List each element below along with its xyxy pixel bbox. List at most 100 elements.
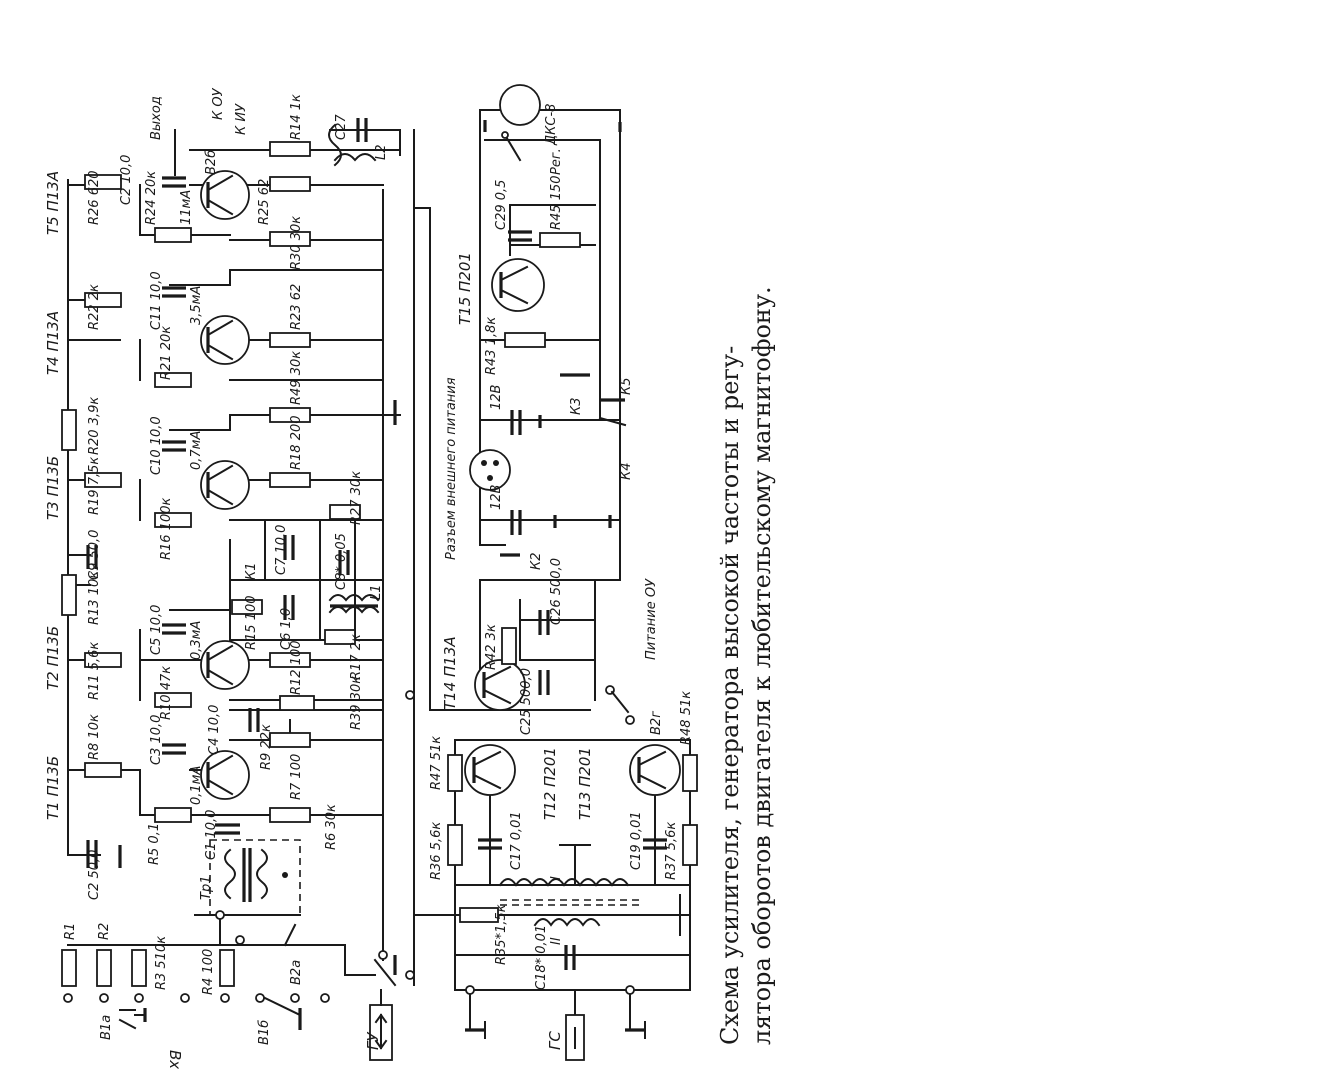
transistor-t14 bbox=[474, 659, 526, 711]
label-r39: R39 30к bbox=[349, 676, 364, 730]
label-r24: R24 20к bbox=[144, 171, 159, 225]
label-c7: C7 10,0 bbox=[274, 525, 289, 575]
label-b2g: В2г bbox=[649, 711, 664, 735]
label-gs: ГС bbox=[546, 1031, 564, 1050]
label-t4: T4 П13А bbox=[44, 311, 62, 375]
label-r26: R26 620 bbox=[87, 170, 102, 225]
label-k-ou: К ОУ bbox=[211, 87, 226, 120]
label-c11: C11 10,0 bbox=[149, 271, 164, 330]
label-r9: R9 22к bbox=[259, 724, 274, 770]
label-t5: T5 П13А bbox=[44, 171, 62, 235]
label-r16: R16 100к bbox=[159, 497, 174, 560]
label-b2a: В2а bbox=[289, 960, 304, 985]
label-c3: C3 10,0 bbox=[149, 715, 164, 765]
label-r1: R1 bbox=[63, 923, 78, 940]
label-c4: C4 10,0 bbox=[207, 705, 222, 755]
label-razem: Разъем внешнего питания bbox=[444, 377, 459, 560]
label-k3: К3 bbox=[569, 397, 584, 415]
label-r35: R35*1,5к bbox=[494, 904, 509, 965]
label-r48: R48 51к bbox=[679, 691, 694, 745]
label-k4: К4 bbox=[619, 462, 634, 480]
caption: Схема усилителя, генератора высокой част… bbox=[716, 286, 776, 1045]
label-vkhod: Вход bbox=[166, 1050, 184, 1069]
label-k2: К2 bbox=[529, 552, 544, 570]
transistor-t15 bbox=[491, 258, 545, 312]
label-r20: R20 3,9к bbox=[87, 397, 102, 455]
current-labels: 0,1мА 0,3мА 0,7мА 3,5мА 11мА bbox=[179, 190, 204, 805]
label-r3: R3 510к bbox=[154, 936, 169, 990]
label-c26: C26 500,0 bbox=[549, 558, 564, 625]
oscillator-components bbox=[447, 744, 698, 1061]
label-r27: R27 30к bbox=[349, 471, 364, 525]
label-r14: R14 1к bbox=[289, 94, 304, 140]
label-k5: К5 bbox=[619, 377, 634, 395]
label-r43: R43 1,8к bbox=[484, 317, 499, 375]
transistor-t4 bbox=[200, 315, 250, 365]
label-t15: T15 П201 bbox=[456, 252, 474, 325]
label-r23: R23 62 bbox=[289, 284, 304, 330]
label-r6: R6 30к bbox=[324, 804, 339, 850]
label-r19: R19 7,5к bbox=[87, 457, 102, 515]
label-i4: 3,5мА bbox=[189, 286, 204, 325]
transistor-t5 bbox=[200, 170, 250, 220]
label-gu: ГУ bbox=[364, 1032, 382, 1050]
label-b2b: В2б bbox=[204, 150, 219, 175]
label-r10: R10 47к bbox=[159, 666, 174, 720]
label-r36: R36 5,6к bbox=[429, 822, 444, 880]
inductors bbox=[328, 123, 380, 614]
caption-line-1: Схема усилителя, генератора высокой част… bbox=[716, 346, 744, 1045]
label-t1: T1 П13Б bbox=[44, 756, 62, 820]
transistor-labels: T1 П13Б T2 П13Б T3 П13Б T4 П13А T5 П13А … bbox=[44, 171, 594, 820]
label-c2a: C2 50,0 bbox=[87, 850, 102, 900]
label-c8: C8* 0,05 bbox=[334, 533, 349, 590]
resistor-labels: R1 R2 R3 510к R4 100 R5 0,1 R6 30к R7 10… bbox=[63, 94, 694, 995]
label-r13: R13 10к bbox=[87, 571, 102, 625]
caption-line-2: лятора оборотов двигателя к любительском… bbox=[748, 286, 776, 1045]
label-t13: T13 П201 bbox=[576, 747, 594, 820]
capacitor-labels: C1 10,0 C2 50,0 C2 10,0 C3 10,0 C4 10,0 … bbox=[87, 114, 644, 990]
label-12v-b: 12В bbox=[489, 484, 504, 510]
label-c27: C27 bbox=[334, 114, 349, 140]
amplifier-resistors bbox=[61, 141, 361, 987]
transistor-t3 bbox=[200, 460, 250, 510]
label-tr1: Тр1 bbox=[199, 876, 214, 900]
label-r47: R47 51к bbox=[429, 736, 444, 790]
head-gu bbox=[369, 690, 415, 1061]
motor-dks8 bbox=[499, 84, 541, 162]
power-regulator-components bbox=[469, 84, 635, 725]
label-r25: R25 62 bbox=[257, 179, 272, 225]
label-r15: R15 100 bbox=[244, 595, 259, 650]
label-r11: R11 5,6к bbox=[87, 642, 102, 700]
label-r4: R4 100 bbox=[201, 949, 216, 995]
ground-marks bbox=[118, 120, 622, 975]
label-b1b: В1б bbox=[257, 1020, 272, 1045]
label-c25: C25 500,0 bbox=[519, 668, 534, 735]
label-c9: C9 50,0 bbox=[87, 530, 102, 580]
label-r30: R30 30к bbox=[289, 216, 304, 270]
label-k1: К1 bbox=[244, 562, 259, 580]
label-l1: L1 bbox=[369, 584, 384, 600]
label-r45: R45 150 bbox=[549, 175, 564, 230]
label-r42: R42 3к bbox=[484, 624, 499, 670]
label-t12: T12 П201 bbox=[541, 747, 559, 820]
label-c10: C10 10,0 bbox=[149, 416, 164, 475]
label-c17: C17 0,01 bbox=[509, 811, 524, 870]
label-12v-a: 12В bbox=[489, 384, 504, 410]
transistor-t13 bbox=[629, 744, 681, 796]
label-vykhod: Выход bbox=[149, 96, 164, 140]
label-c19: C19 0,01 bbox=[629, 811, 644, 870]
connector-external-power bbox=[469, 449, 511, 491]
amplifier-transistors bbox=[200, 170, 250, 800]
label-c6: C6 1,0 bbox=[279, 608, 294, 650]
transistor-t12 bbox=[464, 744, 516, 796]
transistor-t1 bbox=[200, 750, 250, 800]
label-r7: R7 100 bbox=[289, 754, 304, 800]
label-t3: T3 П13Б bbox=[44, 456, 62, 520]
label-r17: R17 2к bbox=[349, 634, 364, 680]
label-i3: 0,7мА bbox=[189, 431, 204, 470]
label-pitanie-ou: Питание ОУ bbox=[644, 578, 659, 660]
label-r49: R49 30к bbox=[289, 351, 304, 405]
label-r8: R8 10к bbox=[87, 714, 102, 760]
transformer-tr1 bbox=[209, 839, 301, 916]
